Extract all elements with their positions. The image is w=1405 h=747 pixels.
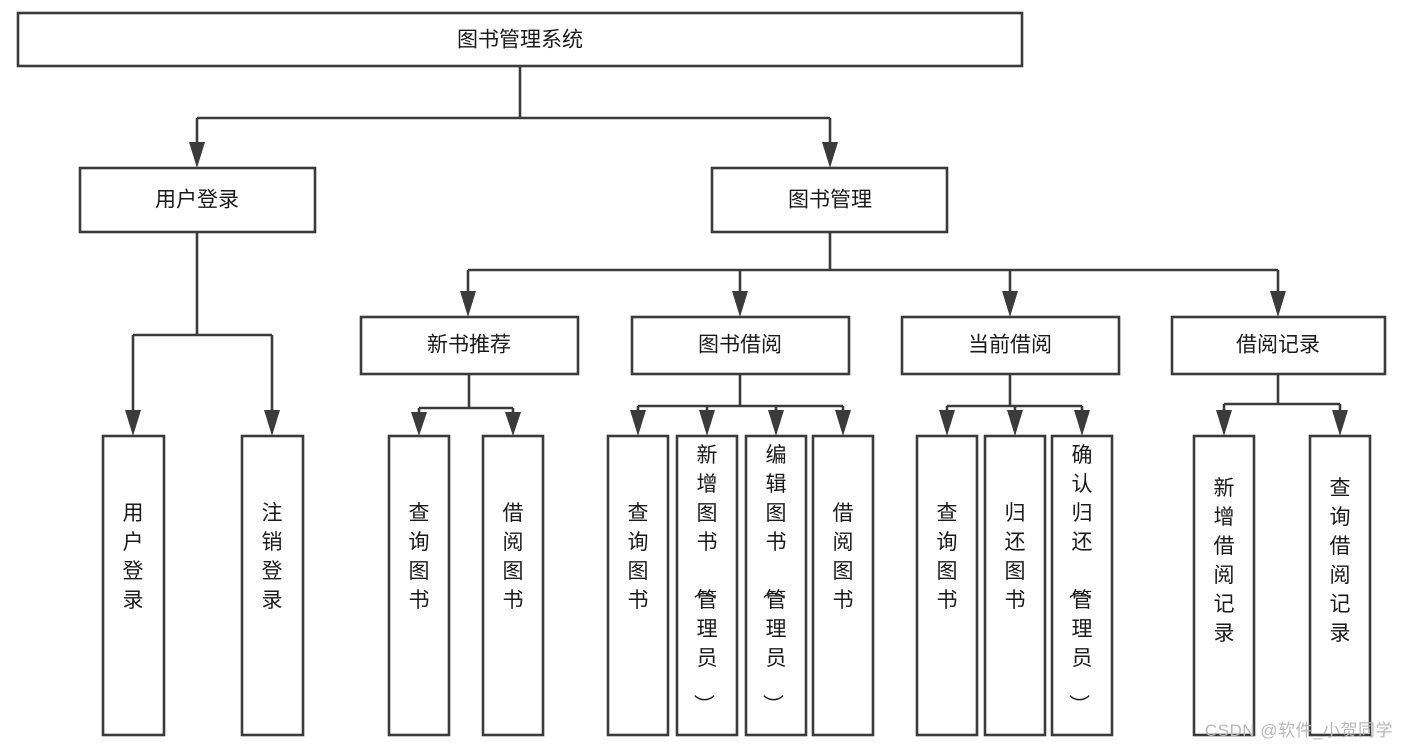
- arrow-head-book-borrow-leaf-3: [835, 410, 851, 436]
- leaf-current-borrow-2[interactable]: 确认归还（管理员）: [1050, 434, 1114, 737]
- leaf-book-borrow-1-box[interactable]: [675, 434, 739, 737]
- node-borrow-record-label: 借阅记录: [1236, 334, 1320, 357]
- node-book-management[interactable]: 图书管理: [710, 166, 949, 234]
- arrow-head-borrow-record: [1270, 291, 1286, 317]
- leaf-book-borrow-0-box[interactable]: [606, 434, 670, 737]
- arrow-head-book-borrow-leaf-1: [699, 410, 715, 436]
- leaf-user-login-0[interactable]: 用户登录: [101, 434, 166, 737]
- node-user-login-label: 用户登录: [155, 189, 239, 212]
- node-borrow-record-box[interactable]: [1170, 315, 1387, 376]
- leaf-book-borrow-1-label: 新增图书（管理员）: [692, 444, 718, 715]
- node-current-borrow-label: 当前借阅: [968, 334, 1052, 357]
- node-new-book-recommend[interactable]: 新书推荐: [359, 315, 580, 376]
- arrow-head-new-book-leaf-0: [411, 412, 427, 436]
- arrow-head-book-borrow: [732, 291, 748, 317]
- node-root-system[interactable]: 图书管理系统: [16, 11, 1024, 68]
- leaf-borrow-record-0[interactable]: 新增借阅记录: [1192, 434, 1256, 737]
- leaf-book-borrow-2-label: 编辑图书（管理员）: [761, 444, 787, 715]
- node-new-book-recommend-box[interactable]: [359, 315, 580, 376]
- arrow-head-current-borrow-leaf-2: [1074, 410, 1090, 436]
- leaf-user-login-0-box[interactable]: [101, 434, 166, 737]
- leaf-book-borrow-2-box[interactable]: [744, 434, 808, 737]
- arrow-head-user-login-leaf-0: [125, 410, 141, 436]
- node-current-borrow-box[interactable]: [900, 315, 1121, 376]
- leaf-new-book-recommend-0-label: 查询图书: [409, 502, 430, 612]
- connector-group-root: [189, 66, 838, 168]
- node-user-login-box[interactable]: [78, 166, 317, 234]
- leaf-new-book-recommend-1[interactable]: 借阅图书: [481, 434, 545, 737]
- leaf-book-borrow-0[interactable]: 查询图书: [606, 434, 670, 737]
- leaf-borrow-record-1[interactable]: 查询借阅记录: [1308, 434, 1372, 737]
- node-book-borrow-box[interactable]: [630, 315, 851, 376]
- node-book-borrow-label: 图书借阅: [698, 334, 782, 357]
- leaf-current-borrow-0[interactable]: 查询图书: [915, 434, 979, 737]
- leaf-book-borrow-3-label: 借阅图书: [833, 502, 854, 612]
- leaf-borrow-record-1-label: 查询借阅记录: [1330, 477, 1351, 645]
- node-root-system-label: 图书管理系统: [457, 29, 583, 52]
- arrow-head-new-book-leaf-1: [505, 412, 521, 436]
- node-root-system-box[interactable]: [16, 11, 1024, 68]
- leaf-borrow-record-0-label: 新增借阅记录: [1214, 477, 1235, 645]
- node-book-management-label: 图书管理: [788, 189, 872, 212]
- connector-group-current-borrow: [939, 374, 1090, 436]
- arrow-head-user-login: [189, 142, 205, 168]
- leaf-book-borrow-3-box[interactable]: [811, 434, 875, 737]
- connector-group-user-login: [125, 232, 280, 436]
- arrow-head-new-book: [460, 291, 476, 317]
- arrow-head-user-login-leaf-1: [264, 410, 280, 436]
- leaf-new-book-recommend-0[interactable]: 查询图书: [387, 434, 451, 737]
- leaf-book-borrow-1[interactable]: 新增图书（管理员）: [675, 434, 739, 737]
- csdn-watermark: CSDN @软件_小贺同学: [1204, 721, 1393, 740]
- leaf-current-borrow-0-box[interactable]: [915, 434, 979, 737]
- arrow-head-book-borrow-leaf-2: [768, 410, 784, 436]
- arrow-head-current-borrow: [1002, 291, 1018, 317]
- leaf-book-borrow-3[interactable]: 借阅图书: [811, 434, 875, 737]
- leaf-user-login-1-box[interactable]: [240, 434, 305, 737]
- node-new-book-recommend-label: 新书推荐: [427, 334, 511, 357]
- leaf-current-borrow-1-label: 归还图书: [1005, 502, 1026, 612]
- connector-group-book-mgmt: [460, 232, 1286, 317]
- leaf-book-borrow-2[interactable]: 编辑图书（管理员）: [744, 434, 808, 737]
- arrow-head-current-borrow-leaf-1: [1007, 410, 1023, 436]
- leaf-current-borrow-0-label: 查询图书: [937, 502, 958, 612]
- leaf-user-login-0-label: 用户登录: [123, 502, 144, 612]
- arrow-head-borrow-record-leaf-1: [1332, 410, 1348, 436]
- node-borrow-record[interactable]: 借阅记录: [1170, 315, 1387, 376]
- leaf-borrow-record-0-box[interactable]: [1192, 434, 1256, 737]
- leaf-current-borrow-1[interactable]: 归还图书: [983, 434, 1047, 737]
- leaf-book-borrow-0-label: 查询图书: [628, 502, 649, 612]
- leaf-user-login-1[interactable]: 注销登录: [240, 434, 305, 737]
- arrow-head-current-borrow-leaf-0: [939, 410, 955, 436]
- connector-group-borrow-record: [1216, 374, 1348, 436]
- arrow-head-book-mgmt: [822, 142, 838, 168]
- leaf-new-book-recommend-1-label: 借阅图书: [503, 502, 524, 612]
- connector-group-new-book: [411, 374, 521, 436]
- arrow-head-borrow-record-leaf-0: [1216, 410, 1232, 436]
- leaf-current-borrow-2-box[interactable]: [1050, 434, 1114, 737]
- leaf-new-book-recommend-0-box[interactable]: [387, 434, 451, 737]
- leaf-user-login-1-label: 注销登录: [262, 502, 283, 612]
- node-user-login[interactable]: 用户登录: [78, 166, 317, 234]
- leaf-borrow-record-1-box[interactable]: [1308, 434, 1372, 737]
- leaf-new-book-recommend-1-box[interactable]: [481, 434, 545, 737]
- node-book-management-box[interactable]: [710, 166, 949, 234]
- leaf-current-borrow-1-box[interactable]: [983, 434, 1047, 737]
- arrow-head-book-borrow-leaf-0: [630, 410, 646, 436]
- leaf-current-borrow-2-label: 确认归还（管理员）: [1067, 444, 1093, 715]
- node-current-borrow[interactable]: 当前借阅: [900, 315, 1121, 376]
- node-book-borrow[interactable]: 图书借阅: [630, 315, 851, 376]
- connector-group-book-borrow: [630, 374, 851, 436]
